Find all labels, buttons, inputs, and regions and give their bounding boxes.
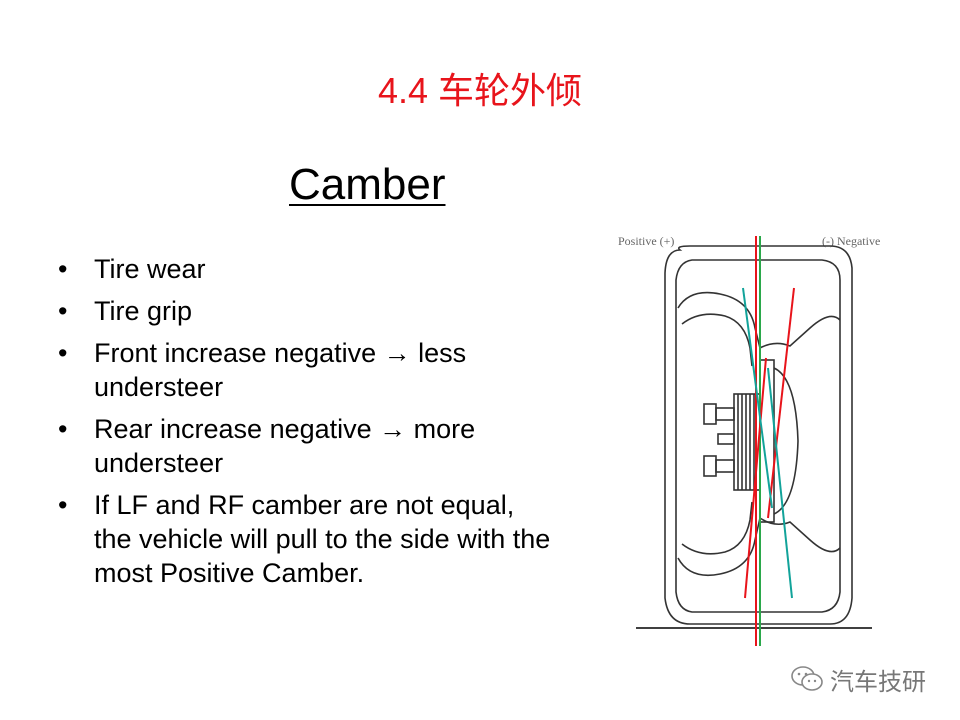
tire-inner-wall xyxy=(675,259,841,613)
lug-nut xyxy=(703,403,717,425)
camber-diagram: Positive (+) (-) Negative xyxy=(618,234,880,646)
bullet-list: Tire wear Tire grip Front increase negat… xyxy=(56,252,556,598)
lug-nut xyxy=(703,455,717,477)
bullet-item: Tire grip xyxy=(56,294,556,328)
bullet-item: Rear increase negative → more understeer xyxy=(56,412,556,480)
camber-red-line-left xyxy=(744,357,767,599)
negative-label: (-) Negative xyxy=(822,234,880,248)
positive-label: Positive (+) xyxy=(618,234,674,248)
hub-cap xyxy=(773,367,799,515)
wechat-icon xyxy=(791,666,823,691)
rim-upper-inner xyxy=(681,313,753,367)
bullet-item: If LF and RF camber are not equal, the v… xyxy=(56,488,556,590)
brake-disc xyxy=(759,359,775,523)
slide-subtitle: Camber xyxy=(289,160,446,209)
slide-title: 4.4 车轮外倾 xyxy=(377,70,583,111)
camber-teal-line-right xyxy=(767,367,793,599)
lug-stud xyxy=(717,433,735,445)
bullet-item: Tire wear xyxy=(56,252,556,286)
wheel-drawing xyxy=(636,245,872,629)
bullet-item: Front increase negative → less understee… xyxy=(56,336,556,404)
lug-stud xyxy=(715,459,735,473)
watermark: 汽车技研 xyxy=(790,662,926,696)
lug-stud xyxy=(715,407,735,421)
watermark-text: 汽车技研 xyxy=(830,668,926,696)
rim-lower-inner xyxy=(681,501,753,555)
camber-red-line-right xyxy=(767,287,795,519)
tire-outline xyxy=(664,245,853,625)
camber-teal-line-left xyxy=(742,287,773,509)
